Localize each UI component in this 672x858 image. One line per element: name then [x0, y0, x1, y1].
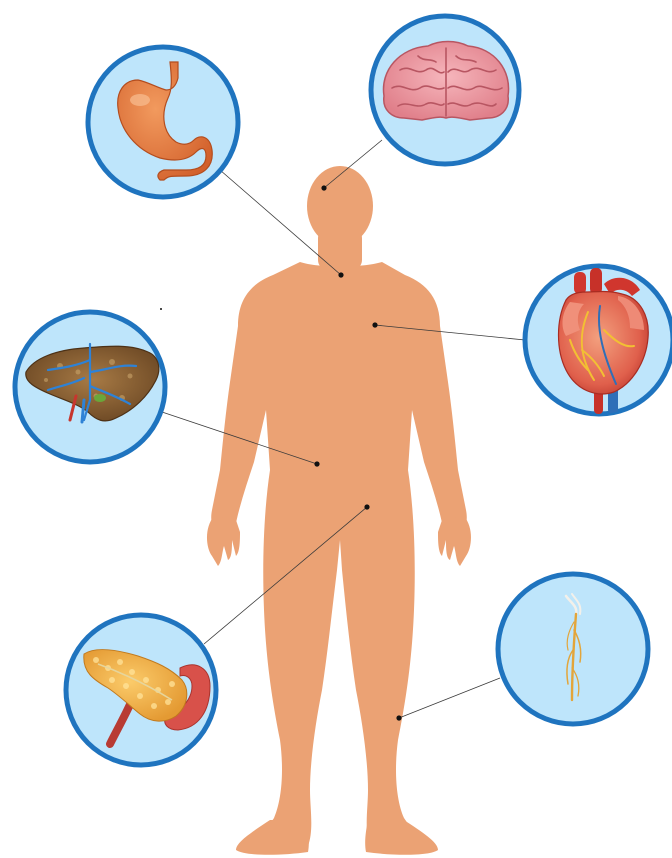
leader-line-nerve — [399, 678, 500, 718]
pancreas-callout — [66, 615, 216, 765]
marker-dot-liver — [314, 461, 319, 466]
human-body-silhouette — [207, 166, 471, 855]
stomach-callout — [88, 47, 238, 197]
marker-dot-heart — [372, 322, 377, 327]
liver-callout — [15, 312, 165, 462]
nerve-callout — [498, 574, 648, 724]
marker-dot-pancreas — [364, 504, 369, 509]
heart-callout — [525, 266, 672, 414]
marker-dot-stomach — [338, 272, 343, 277]
marker-dot-nerve — [396, 715, 401, 720]
stray-dot — [160, 308, 162, 310]
brain-callout — [371, 16, 519, 164]
marker-dot-brain — [321, 185, 326, 190]
